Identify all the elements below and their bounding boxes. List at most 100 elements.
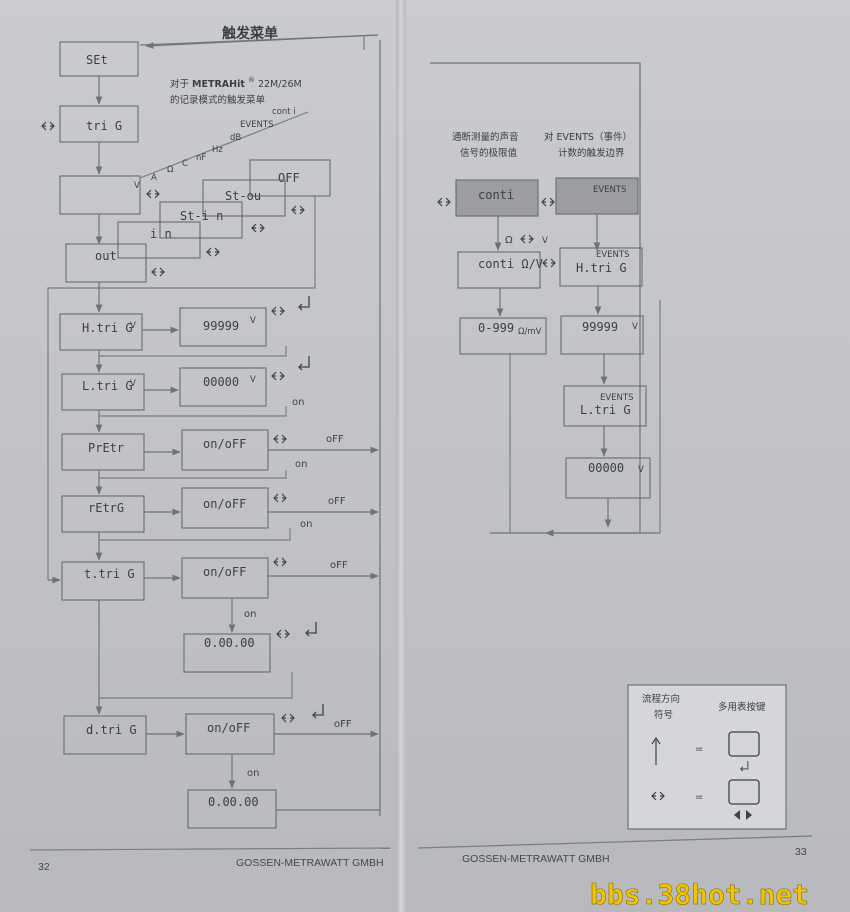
in-text: i n <box>150 227 172 241</box>
htrig-arrows-icon <box>271 306 285 316</box>
mode-ohm: Ω <box>167 165 174 175</box>
retrg-display <box>61 495 145 533</box>
stin-arrows-icon <box>206 247 220 257</box>
htrig-display <box>59 313 143 351</box>
dtrig-on-label: on <box>247 768 259 779</box>
pretr-value: on/oFF <box>203 437 246 451</box>
mode-v: V <box>134 181 140 191</box>
conti-right-arrows-icon <box>541 197 555 207</box>
legend-flow-title-2: 符号 <box>654 709 673 721</box>
events-ltrig-value-unit: V <box>638 465 644 475</box>
htrig-return-line <box>99 346 287 357</box>
off-text: OFF <box>278 171 300 185</box>
ttrig-arrows-icon <box>273 557 287 567</box>
ttrig-value-display <box>181 557 269 599</box>
ltrig-arrows-icon <box>271 371 285 381</box>
left-footer-company: GOSSEN-METRAWATT GMBH <box>236 857 384 869</box>
ttrig-time-arrows-icon <box>276 629 290 639</box>
ttrig-off-label: oFF <box>330 560 348 571</box>
col2-title-line2: 计数的触发边界 <box>558 147 625 159</box>
flow-direction-icon <box>651 736 661 765</box>
events-htrig-value-display <box>560 315 644 355</box>
ltrig-unit: V <box>130 379 136 389</box>
mode-conti: cont i <box>272 107 296 117</box>
right-footer-rule <box>417 835 813 849</box>
conti-left-arrows-icon <box>437 197 451 207</box>
enter-key-icon <box>728 731 760 757</box>
ltrig-enter-icon <box>298 355 310 371</box>
in-display <box>117 221 201 259</box>
conti-ohm-display <box>457 251 541 289</box>
htrig-unit: V <box>130 321 136 331</box>
mode-display <box>59 175 141 215</box>
htrig-text: H.tri G <box>82 321 133 335</box>
ltrig-on-label: on <box>292 397 304 408</box>
dtrig-enter-icon <box>312 703 324 719</box>
conti-text: conti <box>478 188 514 202</box>
ltrig-value-display <box>179 367 267 407</box>
events-display <box>555 177 639 215</box>
return-arrow-top <box>145 34 379 49</box>
events-htrig-value-unit: V <box>632 322 638 332</box>
left-footer-rule <box>29 847 391 851</box>
retrg-on-label: on <box>300 519 312 530</box>
ltrig-text: L.tri G <box>82 379 133 393</box>
select-key-icon <box>728 779 760 805</box>
dtrig-text: d.tri G <box>86 723 137 737</box>
mode-scale-line <box>139 111 309 179</box>
pretr-off-label: oFF <box>326 434 344 445</box>
range-display <box>459 317 547 355</box>
ttrig-time-display <box>183 633 271 673</box>
ttrig-on-label: on <box>244 609 256 620</box>
trig-text: tri G <box>86 119 122 133</box>
dtrig-arrows-icon <box>281 713 295 723</box>
mode-select-arrows-icon <box>146 189 160 199</box>
retrg-text: rEtrG <box>88 501 124 515</box>
ttrig-return-line <box>99 672 293 699</box>
htrig-value-unit: V <box>250 316 256 326</box>
right-page-number: 33 <box>795 846 807 858</box>
col2-title-line1: 对 EVENTS（事件） <box>544 131 632 143</box>
retrg-value-display <box>181 487 269 529</box>
legend-key-title: 多用表按键 <box>718 701 766 713</box>
pretr-return-line <box>99 470 287 479</box>
mode-nf: nF <box>196 153 206 163</box>
retrg-off-label: oFF <box>328 496 346 507</box>
mode-hz: Hz <box>212 145 223 155</box>
events-htrig-display <box>559 247 643 287</box>
left-page-number: 32 <box>38 861 50 873</box>
right-footer-company: GOSSEN-METRAWATT GMBH <box>462 853 610 865</box>
conti-v-label: V <box>542 236 548 246</box>
ttrig-time: 0.00.00 <box>204 636 255 650</box>
ltrig-return-line <box>99 406 287 417</box>
ttrig-display <box>61 561 145 601</box>
book-spine <box>396 0 406 912</box>
legend-equals-1: = <box>695 744 703 755</box>
legend-equals-2: = <box>695 792 703 803</box>
ttrig-enter-icon <box>305 621 317 637</box>
ttrig-text: t.tri G <box>84 567 135 581</box>
dtrig-value: on/oFF <box>207 721 250 735</box>
pretr-arrows-icon <box>273 434 287 444</box>
stin-display <box>159 201 243 239</box>
dtrig-display <box>63 715 147 755</box>
conti-ohm-arrows-icon <box>520 234 534 244</box>
htrig-enter-icon <box>298 295 310 311</box>
trigger-menu-title: 触发菜单 <box>221 25 278 42</box>
mode-a: A <box>151 173 157 183</box>
select-key-symbol-icon <box>734 810 752 820</box>
stou-display <box>202 179 286 217</box>
ttrig-value: on/oFF <box>203 565 246 579</box>
stou-text: St-ou <box>225 189 261 203</box>
pretr-on-label: on <box>295 459 307 470</box>
events-htrig-value: 99999 <box>582 320 618 334</box>
intro-line-2: 的记录模式的触发菜单 <box>170 94 266 106</box>
retrg-return-line <box>99 528 291 541</box>
htrig-value: 99999 <box>203 319 239 333</box>
retrg-value: on/oFF <box>203 497 246 511</box>
ltrig-display <box>61 373 145 411</box>
out-text: out <box>95 249 117 263</box>
conti-ohm-arrows-right-icon <box>542 258 556 268</box>
select-arrows-icon <box>41 121 55 131</box>
